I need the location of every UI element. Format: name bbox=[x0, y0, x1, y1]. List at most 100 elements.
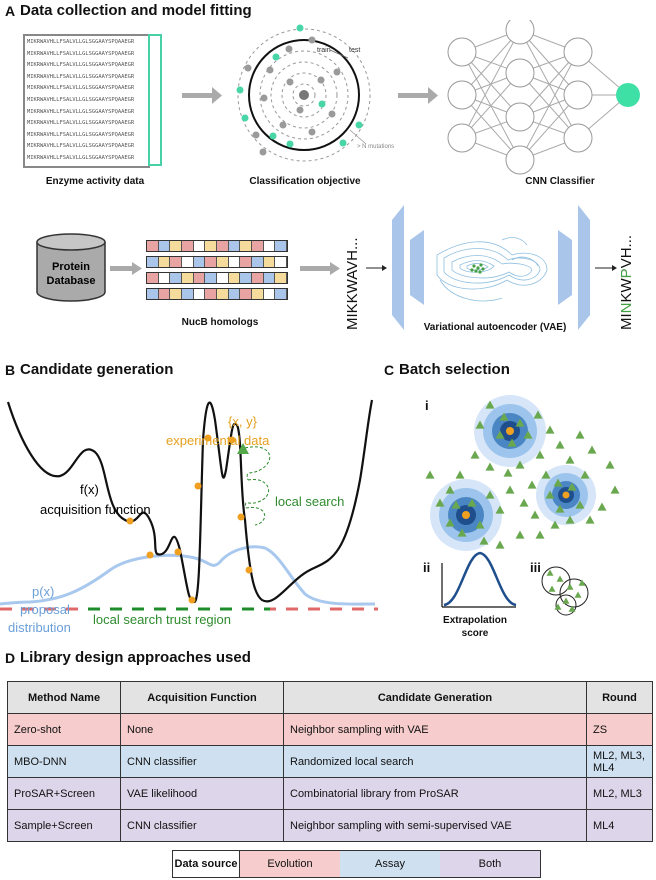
acquisition-function-curve bbox=[6, 399, 374, 604]
extrapolation-plot bbox=[441, 551, 517, 608]
vae-caption: Variational autoencoder (VAE) bbox=[423, 322, 567, 333]
network-node bbox=[505, 145, 535, 175]
proposal-distribution-curve bbox=[0, 545, 376, 606]
round-cell: ML2, ML3 bbox=[586, 777, 653, 810]
homolog-cell bbox=[252, 257, 264, 267]
candidate-triangle bbox=[610, 485, 620, 494]
homolog-cell bbox=[193, 257, 206, 267]
experimental-data-points bbox=[126, 434, 253, 604]
candidate-triangle bbox=[523, 430, 533, 439]
sequence-row: MIKRWAVHLLFSALVLLGLSGGAAYSPQAAEGR bbox=[27, 154, 135, 161]
round-cell: ZS bbox=[586, 713, 653, 746]
candidate-triangle bbox=[467, 498, 477, 507]
encoder-layer bbox=[410, 230, 424, 305]
gen-cell: Neighbor sampling with semi-supervised V… bbox=[283, 809, 587, 842]
homolog-cell bbox=[217, 289, 229, 299]
homolog-cell bbox=[240, 289, 253, 299]
homolog-cell bbox=[263, 273, 276, 283]
candidate-triangle bbox=[507, 438, 517, 447]
panel-b-title: Candidate generation bbox=[20, 361, 174, 378]
decoder-layer bbox=[578, 205, 590, 330]
decoder-layer bbox=[558, 230, 572, 305]
sub-ii-label: ii bbox=[423, 560, 431, 575]
candidate-triangle bbox=[535, 450, 545, 459]
homolog-row bbox=[146, 288, 288, 300]
method-cell: Zero-shot bbox=[7, 713, 121, 746]
candidate-triangle bbox=[578, 579, 586, 586]
proposal-label: proposal bbox=[20, 602, 70, 617]
candidate-triangle bbox=[580, 470, 590, 479]
sub-iii-label: iii bbox=[530, 560, 541, 575]
candidate-triangle bbox=[515, 418, 525, 427]
homolog-cell bbox=[217, 257, 229, 267]
candidate-generation-diagram: {x, y} experimental data f(x) acquisitio… bbox=[0, 399, 378, 632]
homolog-cell bbox=[217, 273, 229, 283]
homolog-row bbox=[146, 256, 288, 268]
table-row: MBO-DNN CNN classifier Randomized local … bbox=[7, 745, 653, 778]
homolog-cell bbox=[205, 257, 218, 267]
candidate-triangle bbox=[425, 470, 435, 479]
homolog-cell bbox=[147, 273, 159, 283]
homolog-cell bbox=[205, 241, 218, 251]
legend-both: Both bbox=[440, 851, 540, 877]
panel-a-letter: A bbox=[5, 3, 16, 19]
legend-evolution: Evolution bbox=[240, 851, 340, 877]
homolog-cell bbox=[170, 273, 183, 283]
sequence-row: MIKRWAVHLLFSALVLLGLSGGAAYSPQAAEGR bbox=[27, 108, 135, 115]
sequence-row: MIKRWAVHLLFSALVLLGLSGGAAYSPQAAEGR bbox=[27, 85, 135, 92]
database-icon: Protein Database bbox=[36, 233, 106, 302]
px-label: p(x) bbox=[32, 584, 54, 599]
acq-cell: CNN classifier bbox=[120, 809, 284, 842]
candidate-triangle bbox=[475, 520, 485, 529]
network-node bbox=[563, 80, 593, 110]
table-header-row: Method Name Acquisition Function Candida… bbox=[7, 681, 653, 714]
candidate-triangle bbox=[587, 445, 597, 454]
sequence-row: MIKRWAVHLLFSALVLLGLSGGAAYSPQAAEGR bbox=[27, 131, 135, 138]
network-node bbox=[563, 37, 593, 67]
candidate-triangle bbox=[546, 569, 554, 576]
gen-cell: Neighbor sampling with VAE bbox=[283, 713, 587, 746]
homolog-cell bbox=[228, 289, 241, 299]
mutations-label: > N mutations bbox=[357, 144, 394, 150]
network-node bbox=[505, 20, 535, 45]
method-cell: ProSAR+Screen bbox=[7, 777, 121, 810]
network-node bbox=[505, 102, 535, 132]
sequence-row: MIKRWAVHLLFSALVLLGLSGGAAYSPQAAEGR bbox=[27, 120, 135, 127]
homolog-cell bbox=[240, 241, 253, 251]
sequence-alignment-box: MIKRWAVHLLFSALVLLGLSGGAAYSPQAAEGR MIKRWAV… bbox=[23, 34, 150, 168]
sequence-list: MIKRWAVHLLFSALVLLGLSGGAAYSPQAAEGR MIKRWAV… bbox=[25, 36, 148, 165]
network-node bbox=[447, 37, 477, 67]
legend-title: Data source bbox=[173, 851, 240, 877]
candidate-triangle bbox=[575, 500, 585, 509]
positive-points bbox=[236, 24, 363, 148]
homolog-cell bbox=[228, 273, 241, 283]
distribution-label: distribution bbox=[8, 620, 71, 632]
homolog-cell bbox=[240, 273, 253, 283]
homolog-row bbox=[146, 272, 288, 284]
homolog-cell bbox=[275, 241, 288, 251]
round-cell: ML2, ML3, ML4 bbox=[586, 745, 653, 778]
candidate-triangle bbox=[548, 585, 556, 592]
homolog-cell bbox=[228, 241, 241, 251]
network-node bbox=[447, 80, 477, 110]
homolog-cell bbox=[275, 289, 288, 299]
candidate-triangle bbox=[585, 515, 595, 524]
test-label: test bbox=[349, 47, 360, 54]
panel-a-graphics: train test > N mutations bbox=[182, 20, 640, 175]
candidate-triangle bbox=[475, 420, 485, 429]
homolog-cell bbox=[193, 273, 206, 283]
candidate-triangle bbox=[485, 462, 495, 471]
local-search-label: local search bbox=[275, 494, 344, 509]
encoder-layer bbox=[392, 205, 404, 330]
classification-caption: Classification objective bbox=[249, 176, 361, 187]
acq-cell: CNN classifier bbox=[120, 745, 284, 778]
candidate-triangle bbox=[495, 430, 505, 439]
latent-contours bbox=[436, 237, 548, 302]
round-cell: ML4 bbox=[586, 809, 653, 842]
candidate-triangle bbox=[515, 530, 525, 539]
homolog-cell bbox=[182, 273, 194, 283]
sequence-row: MIKRWAVHLLFSALVLLGLSGGAAYSPQAAEGR bbox=[27, 73, 135, 80]
acq-cell: None bbox=[120, 713, 284, 746]
candidate-triangle bbox=[575, 430, 585, 439]
